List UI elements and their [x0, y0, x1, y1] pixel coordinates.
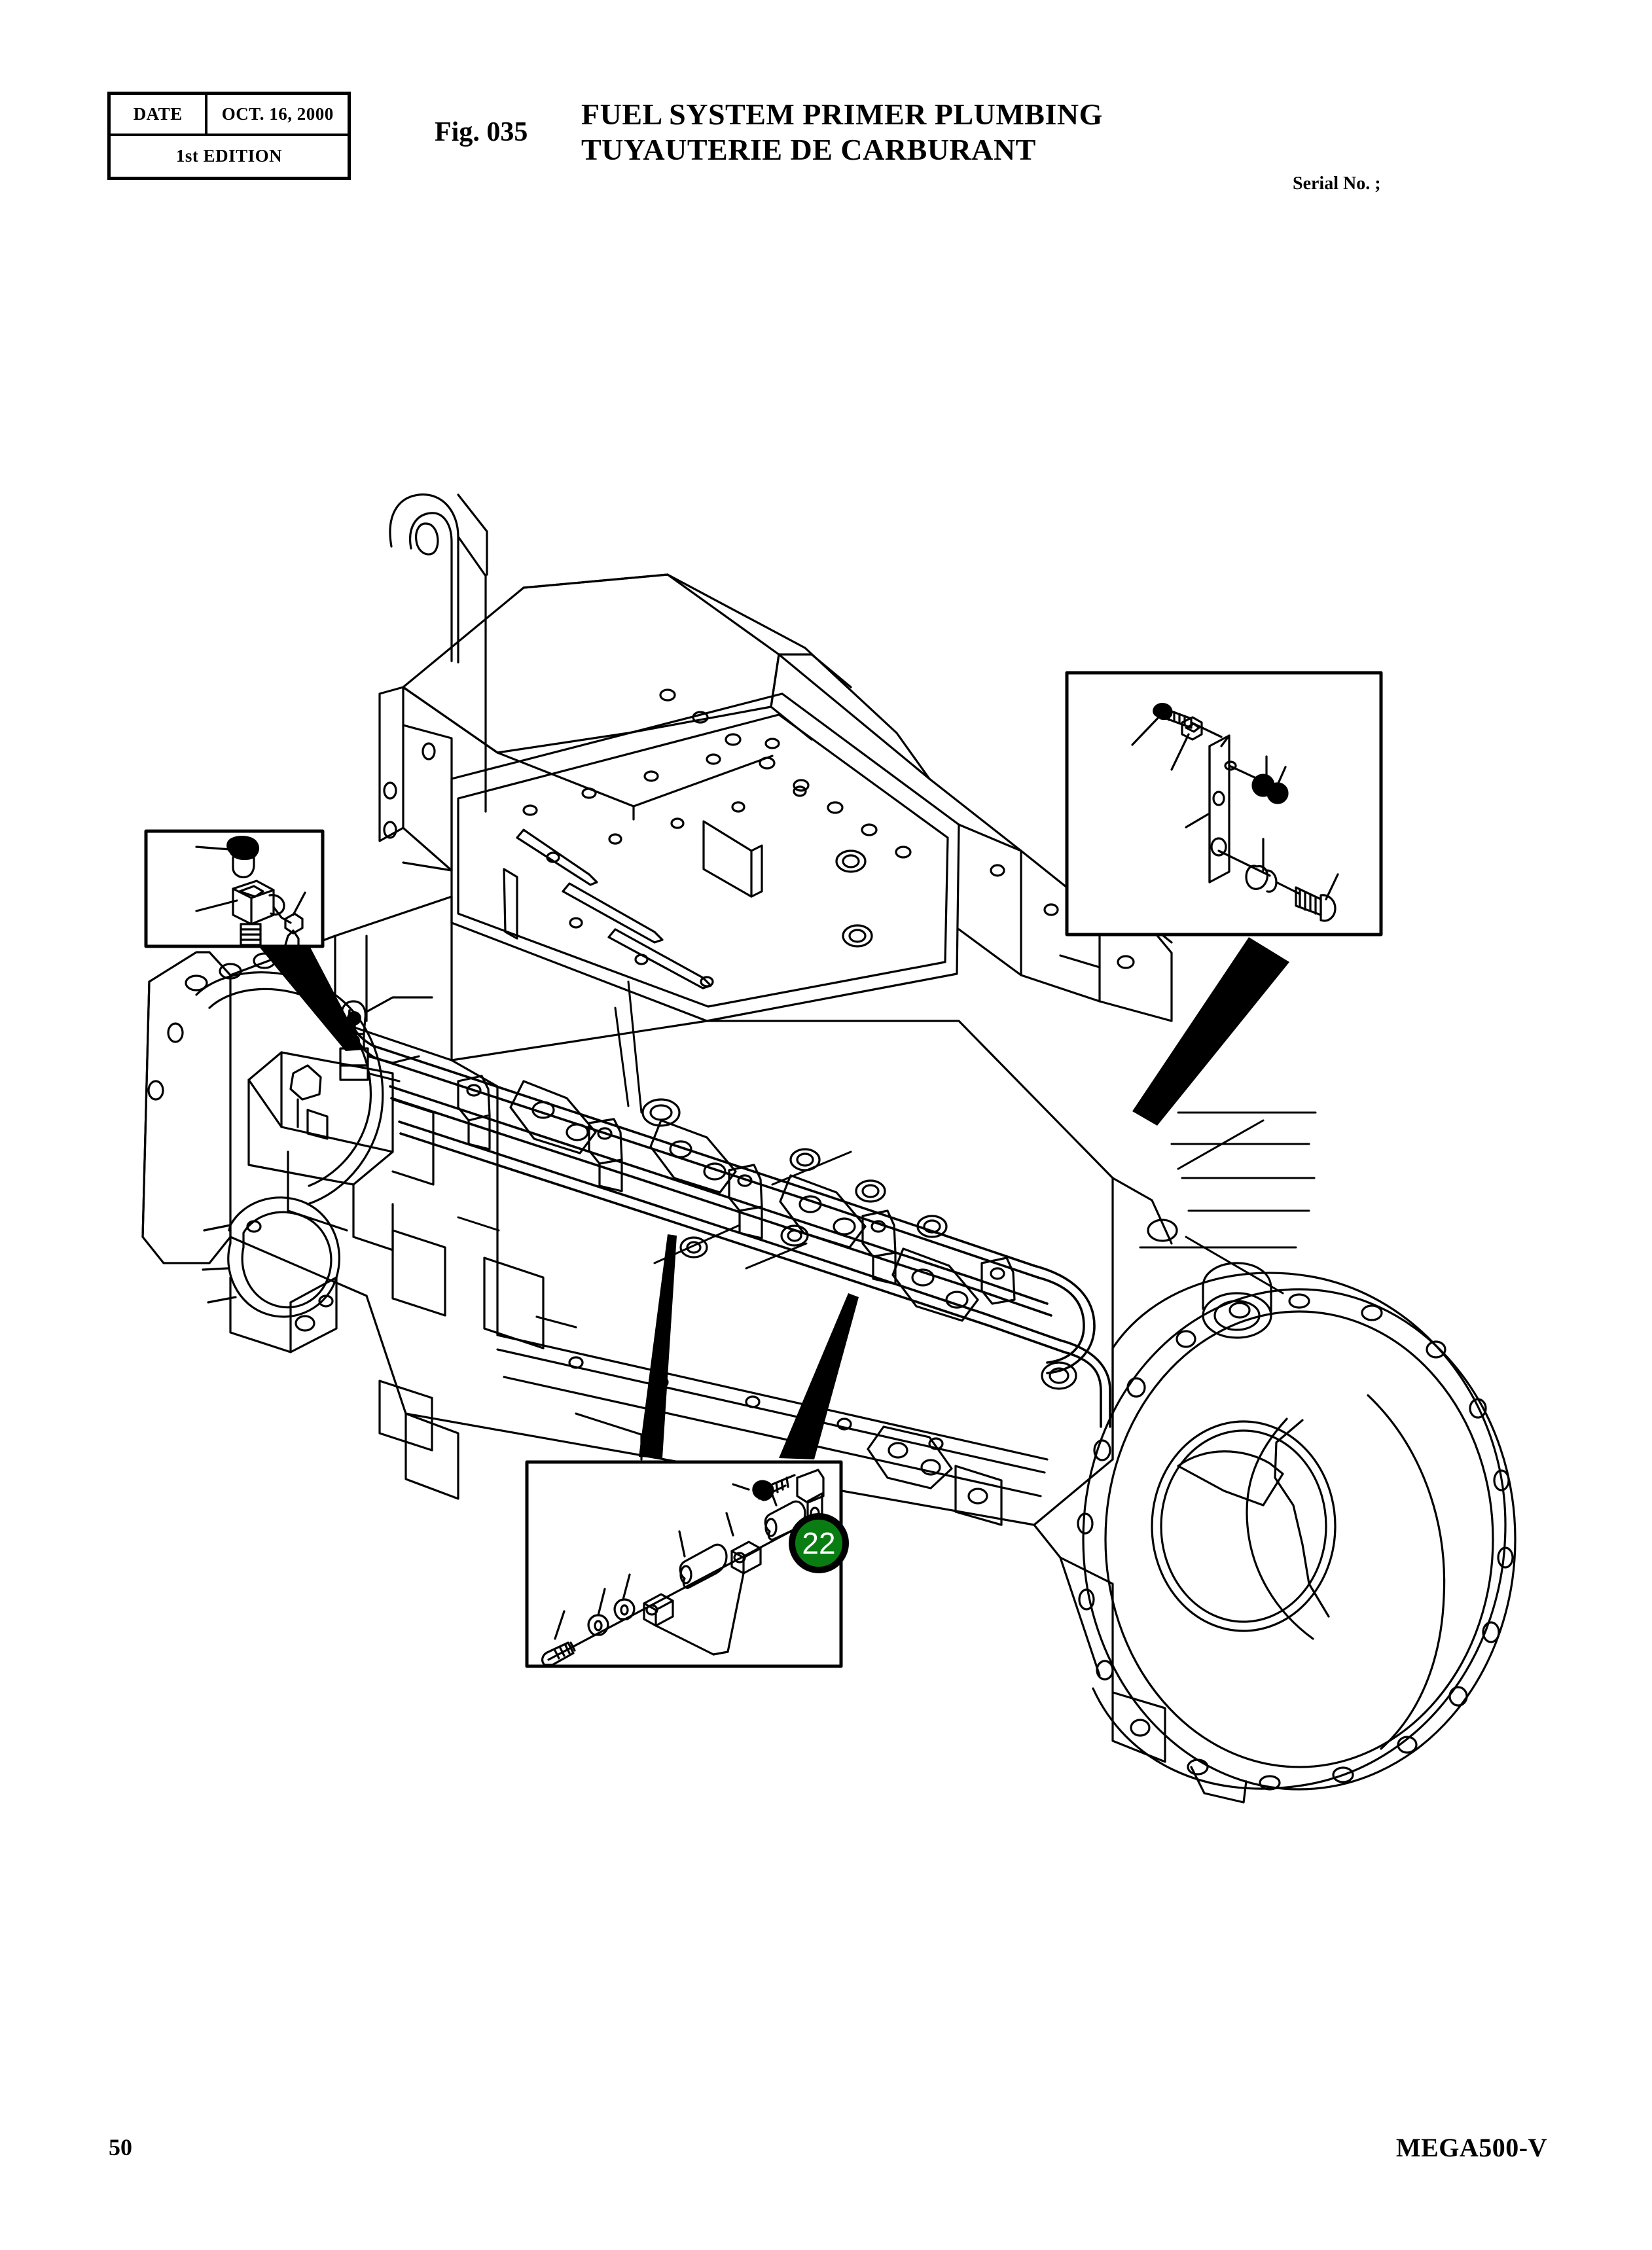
date-label-cell: DATE — [111, 95, 208, 134]
date-label: DATE — [133, 103, 183, 124]
rear-block-details — [954, 1177, 1178, 1526]
engine-block — [141, 895, 1114, 1526]
callout-badge-22[interactable]: 22 — [789, 1513, 849, 1573]
serial-number-label: Serial No. ; — [1293, 173, 1381, 194]
left-detail-inset — [144, 829, 325, 952]
oil-filter-head — [228, 1224, 338, 1353]
date-value-cell: OCT. 16, 2000 — [207, 95, 348, 134]
front-riser-plate — [378, 686, 453, 872]
fuel-injection-pump — [202, 996, 435, 1318]
pointer-arrow-bottom-left — [639, 1234, 677, 1458]
fuel-line-clamps — [457, 1075, 1016, 1305]
block-ribs — [496, 1315, 1046, 1497]
date-value: OCT. 16, 2000 — [221, 103, 334, 124]
title-block: FUEL SYSTEM PRIMER PLUMBING TUYAUTERIE D… — [581, 97, 1301, 168]
cylinder-head-side-cover — [450, 692, 960, 1022]
pointer-arrow-left — [257, 940, 364, 1051]
model-code: MEGA500-V — [1395, 2133, 1547, 2162]
title-english: FUEL SYSTEM PRIMER PLUMBING — [581, 98, 1103, 131]
side-covers — [378, 1229, 643, 1461]
bottom-detail-inset — [525, 1460, 843, 1668]
intake-manifold — [402, 573, 931, 859]
figure-number: Fig. 035 — [435, 117, 528, 147]
date-edition-box: DATE OCT. 16, 2000 1st EDITION — [107, 92, 351, 180]
edition-label: 1st EDITION — [175, 146, 283, 166]
top-right-detail-inset — [1065, 671, 1383, 937]
mounting-pads — [509, 1080, 979, 1322]
flywheel-housing — [1033, 1262, 1517, 1804]
date-row: DATE OCT. 16, 2000 — [111, 95, 348, 136]
pointer-arrow-bottom-right — [779, 1293, 859, 1459]
leader-lines — [457, 980, 1317, 1295]
injector-bosses — [641, 1098, 948, 1259]
pointer-arrows — [257, 937, 1289, 1459]
edition-row: 1st EDITION — [111, 136, 348, 177]
page-number: 50 — [109, 2134, 132, 2160]
lifting-eye — [389, 493, 488, 813]
title-french: TUYAUTERIE DE CARBURANT — [581, 133, 1036, 167]
pointer-arrow-right — [1132, 937, 1289, 1126]
